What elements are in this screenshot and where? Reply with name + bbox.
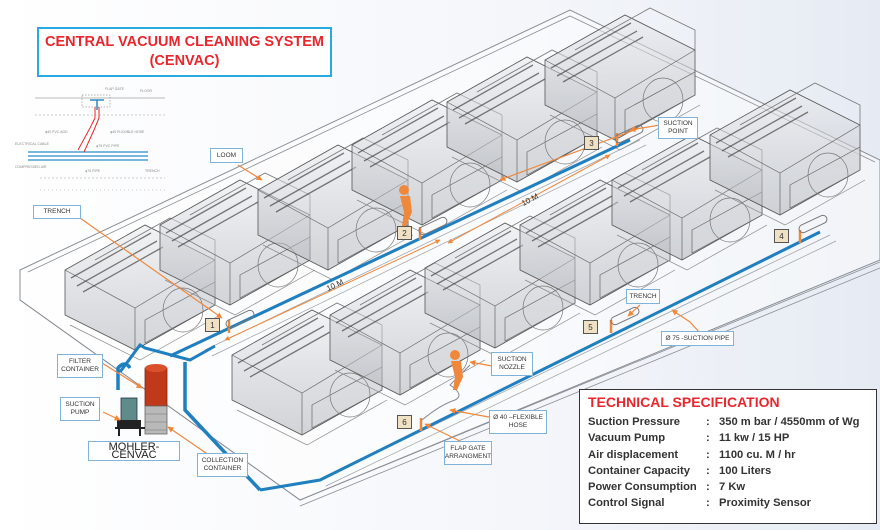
callout-flap-gate: FLAP GATE ARRANGMENT xyxy=(444,441,492,465)
technical-spec-panel: TECHNICAL SPECIFICATION Suction Pressure… xyxy=(579,389,877,524)
spec-value: 350 m bar / 4550mm of Wg xyxy=(719,416,860,428)
spec-row: Control Signal: Proximity Sensor xyxy=(588,495,868,511)
spec-value: 7 Kw xyxy=(719,481,746,494)
operator-figure xyxy=(399,185,463,390)
svg-text:φ75 PIPE: φ75 PIPE xyxy=(85,169,101,173)
suction-point-tag: 5 xyxy=(583,320,598,334)
callout-suction-pump: SUCTION PUMP xyxy=(60,397,100,421)
spec-row: Air displacement:1100 cu. M / hr xyxy=(588,447,868,463)
spec-separator: : xyxy=(706,497,710,510)
callout-suction-pipe: Ø 75 -SUCTION PIPE xyxy=(661,331,734,346)
trench-section-drawing: FLAP GATE FLOOR φ40 PVC ADD φ40 FLEXIBLE… xyxy=(15,87,165,191)
svg-text:φ40 PVC ADD: φ40 PVC ADD xyxy=(45,130,68,134)
callout-suction-point: SUCTION POINT xyxy=(658,117,698,139)
title-line-2: (CENVAC) xyxy=(149,53,220,69)
spec-separator: : xyxy=(706,432,710,445)
title-box: CENTRAL VACUUM CLEANING SYSTEM (CENVAC) xyxy=(37,27,332,77)
spec-heading: TECHNICAL SPECIFICATION xyxy=(588,394,780,410)
spec-separator: : xyxy=(706,448,710,461)
spec-row: Container Capacity:100 Liters xyxy=(588,463,868,479)
spec-row: Suction Pressure:350 m bar / 4550mm of W… xyxy=(588,414,868,430)
cenvac-unit xyxy=(115,364,168,436)
spec-rows: Suction Pressure:350 m bar / 4550mm of W… xyxy=(588,414,868,512)
callout-leaders xyxy=(79,124,701,465)
spec-separator: : xyxy=(706,464,710,477)
callout-flexible-hose: Ø 40 –FLEXIBLE HOSE xyxy=(489,410,547,434)
spec-value: 11 kw / 15 HP xyxy=(719,432,790,445)
spec-value: 100 Liters xyxy=(719,464,772,477)
svg-text:TRENCH: TRENCH xyxy=(145,169,160,173)
spec-key: Container Capacity xyxy=(588,464,690,477)
svg-text:φ75 PVC PIPE: φ75 PVC PIPE xyxy=(96,144,120,148)
suction-point-tag: 6 xyxy=(397,415,412,429)
spec-separator: : xyxy=(706,481,710,494)
spec-value: Proximity Sensor xyxy=(719,497,812,510)
callout-suction-nozzle: SUCTION NOZZLE xyxy=(491,352,533,376)
svg-text:ELECTRICAL CABLE: ELECTRICAL CABLE xyxy=(15,142,50,146)
suction-point-tag: 3 xyxy=(584,136,599,150)
suction-point-tag: 2 xyxy=(397,226,412,240)
system-name-label: MOHLER-CENVAC xyxy=(88,441,180,461)
callout-collection-container: COLLECTION CONTAINER xyxy=(197,453,248,477)
title-line-1: CENTRAL VACUUM CLEANING SYSTEM xyxy=(45,34,324,50)
callout-filter-container: FILTER CONTAINER xyxy=(57,354,103,378)
spec-key: Air displacement xyxy=(588,448,679,461)
svg-text:COMPRESSED AIR: COMPRESSED AIR xyxy=(15,165,47,169)
spec-row: Vacuum Pump:11 kw / 15 HP xyxy=(588,430,868,446)
spec-separator: : xyxy=(706,416,710,428)
spec-key: Suction Pressure xyxy=(588,416,681,428)
spec-key: Control Signal xyxy=(588,497,665,510)
suction-point-tag: 1 xyxy=(205,318,220,332)
callout-loom: LOOM xyxy=(210,148,243,163)
svg-text:φ40 FLEXIBLE HOSE: φ40 FLEXIBLE HOSE xyxy=(110,130,145,134)
svg-text:FLAP GATE: FLAP GATE xyxy=(105,87,125,91)
suction-point-tag: 4 xyxy=(774,229,789,243)
callout-trench-left: TRENCH xyxy=(33,205,81,219)
spec-key: Power Consumption xyxy=(588,481,697,494)
spec-row: Power Consumption:7 Kw xyxy=(588,479,868,495)
callout-trench-right: TRENCH xyxy=(626,289,660,304)
svg-text:FLOOR: FLOOR xyxy=(140,89,153,93)
spec-key: Vacuum Pump xyxy=(588,432,666,445)
dimension-lines xyxy=(224,154,611,341)
spec-value: 1100 cu. M / hr xyxy=(719,448,796,461)
